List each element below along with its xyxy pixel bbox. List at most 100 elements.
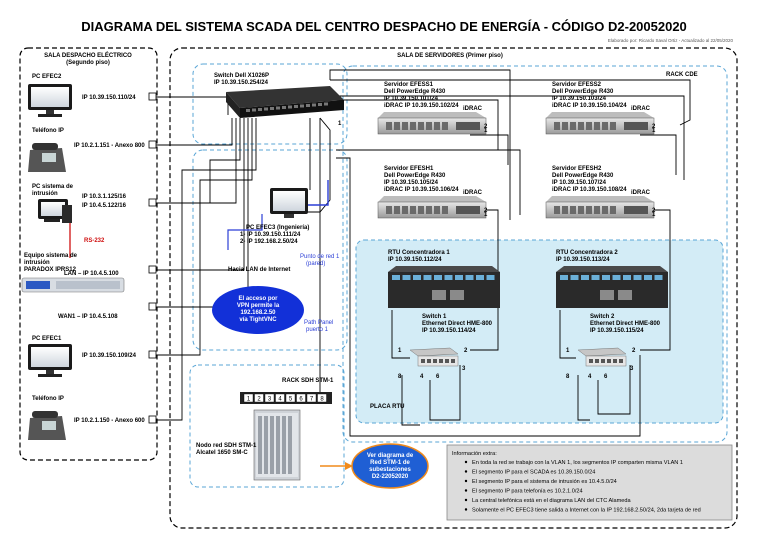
patch-label1: Path Panel xyxy=(304,320,333,326)
rtu-1-swmodel: Ethernet Direct HME-800 xyxy=(422,321,493,327)
server-1-ip: IP 10.39.150.101/24 xyxy=(384,96,439,102)
info-items: En toda la red se trabajo con la VLAN 1,… xyxy=(464,460,701,514)
rack-cde-box xyxy=(342,65,728,443)
pc-efec3-ip1: 1- IP 10.39.150.111/24 xyxy=(240,232,301,238)
pc-intrusion-ip1: IP 10.3.1.125/16 xyxy=(82,194,127,200)
pc-efec3-name: PC EFEC3 (Ingeniería) xyxy=(246,225,309,231)
telefono1-icon xyxy=(28,143,66,172)
server-2-port2: 2 xyxy=(652,124,656,130)
pc-intrusion-ip2: IP 10.4.5.122/16 xyxy=(82,203,127,209)
pc-intrusion-name2: intrusión xyxy=(32,191,58,197)
rtu-1-sw: Switch 1 xyxy=(422,314,447,320)
server-1-name: Servidor EFESS1 xyxy=(384,82,434,88)
rtu-1-icon xyxy=(388,266,500,308)
rack-sdh-label: RACK SDH STM-1 xyxy=(282,378,334,384)
server-1-idrac-label: iDRAC xyxy=(463,106,483,112)
vpn-line3: 192.168.2.50 xyxy=(240,310,276,316)
ver-line1: Ver diagrama de xyxy=(367,453,414,459)
patch-port-label-6: 6 xyxy=(299,397,303,403)
switch-main-icon xyxy=(226,86,344,118)
info-bullet xyxy=(464,508,468,511)
info-item: El segmento IP para telefonía es 10.2.1.… xyxy=(472,489,583,495)
server-4-port2: 2 xyxy=(652,208,656,214)
server-2-model: Dell PowerEdge R430 xyxy=(552,89,614,95)
patch-port-label-7: 7 xyxy=(310,397,314,403)
server-1-icon xyxy=(377,112,487,135)
server-3-idrac-label: iDRAC xyxy=(463,190,483,196)
server-2-name: Servidor EFESS2 xyxy=(552,82,602,88)
pc-efec1-name: PC EFEC1 xyxy=(32,336,62,342)
vpn-line1: El acceso por xyxy=(238,296,278,302)
rtu-1-swip: IP 10.39.150.114/24 xyxy=(422,328,476,334)
patch-port-label-1: 1 xyxy=(247,397,251,403)
server-3-ip: IP 10.39.150.105/24 xyxy=(384,180,439,186)
patch-port-7 xyxy=(306,393,317,403)
info-bullet xyxy=(464,460,468,464)
server-2-ip: IP 10.39.150.103/24 xyxy=(552,96,607,102)
server-4-ip: IP 10.39.150.107/24 xyxy=(552,180,607,186)
server-1-model: Dell PowerEdge R430 xyxy=(384,89,446,95)
server-4-name: Servidor EFESH2 xyxy=(552,166,602,172)
pc-efec2-name: PC EFEC2 xyxy=(32,74,62,80)
ingenieria-zone-box xyxy=(192,149,348,351)
ver-line3: subestaciones xyxy=(369,467,411,473)
ver-line2: Red STM-1 de xyxy=(370,460,410,466)
page-title: DIAGRAMA DEL SISTEMA SCADA DEL CENTRO DE… xyxy=(81,19,687,34)
info-bullet xyxy=(464,470,468,473)
switch-port1-label: 1 xyxy=(338,121,342,127)
sdh-node-icon xyxy=(253,409,301,481)
rack-sdh-box xyxy=(189,364,345,488)
rtu-2-port-p3: 3 xyxy=(630,366,634,372)
switch-zone-box xyxy=(192,63,348,145)
punto-red-label1: Punto de red 1 xyxy=(300,254,340,260)
server-3-model: Dell PowerEdge R430 xyxy=(384,173,446,179)
server-2-idrac-label: iDRAC xyxy=(631,106,651,112)
patch-port-label-5: 5 xyxy=(289,397,293,403)
info-item: Solamente el PC EFEC3 tiene salida a Int… xyxy=(472,508,701,514)
info-item: En toda la red se trabajo con la VLAN 1,… xyxy=(472,460,683,466)
patch-port-8 xyxy=(317,393,327,403)
telefono1-ip: IP 10.2.1.151 - Anexo 800 xyxy=(74,143,145,149)
rtus-group: RTU Concentradora 1IP 10.39.150.112/24Sw… xyxy=(388,250,668,380)
rtu-2-ip: IP 10.39.150.113/24 xyxy=(556,257,610,263)
server-1-port2: 2 xyxy=(484,124,488,130)
port-markers xyxy=(148,92,157,424)
vpn-ellipse xyxy=(212,286,304,334)
rtu-1-port-p6: 6 xyxy=(436,374,440,380)
patch-port-label-4: 4 xyxy=(278,397,282,403)
rtu-1: RTU Concentradora 1IP 10.39.150.112/24Sw… xyxy=(388,250,500,380)
rtu-2-swmodel: Ethernet Direct HME-800 xyxy=(590,321,661,327)
info-bullet xyxy=(464,479,468,483)
rtu-2-swip: IP 10.39.150.115/24 xyxy=(590,328,644,334)
patch-port-3 xyxy=(264,393,275,403)
telefono2-icon xyxy=(28,411,66,440)
sala-servidores-title: SALA DE SERVIDORES (Primer piso) xyxy=(397,53,503,59)
paradox-wan: WAN1 – IP 10.4.5.108 xyxy=(58,314,118,320)
internet-line xyxy=(227,214,263,250)
paradox-name3: PARADOX IPRS12 xyxy=(24,267,77,273)
nodo-line2: Alcatel 1650 SM-C xyxy=(196,450,248,456)
rtu-2-port-p1: 1 xyxy=(566,348,570,354)
paradox-lan: LAN – IP 10.4.5.100 xyxy=(64,271,119,277)
rtu-2-port-p6: 6 xyxy=(604,374,608,380)
info-title: Información extra: xyxy=(452,451,497,457)
server-1-idrac: iDRAC IP 10.39.150.102/24 xyxy=(384,103,459,109)
server-3-port2: 2 xyxy=(484,208,488,214)
info-item: El segmento IP para el SCADA es 10.39.15… xyxy=(472,470,595,476)
info-item: El segmento IP para el sistema de intrus… xyxy=(472,479,617,485)
switch-main-name: Switch Dell X1026P xyxy=(214,73,269,79)
ver-diagrama-ellipse xyxy=(351,443,429,489)
patch-label2: puerto 1 xyxy=(306,327,329,333)
switch-main-ip: IP 10.39.150.254/24 xyxy=(214,80,269,86)
telefono2-name: Teléfono IP xyxy=(32,396,64,402)
server-2-idrac: iDRAC IP 10.39.150.104/24 xyxy=(552,103,627,109)
paradox-name1: Equipo sistema de xyxy=(24,253,78,259)
rtu-2-port-p8: 8 xyxy=(566,374,570,380)
server-2-icon xyxy=(545,112,655,135)
